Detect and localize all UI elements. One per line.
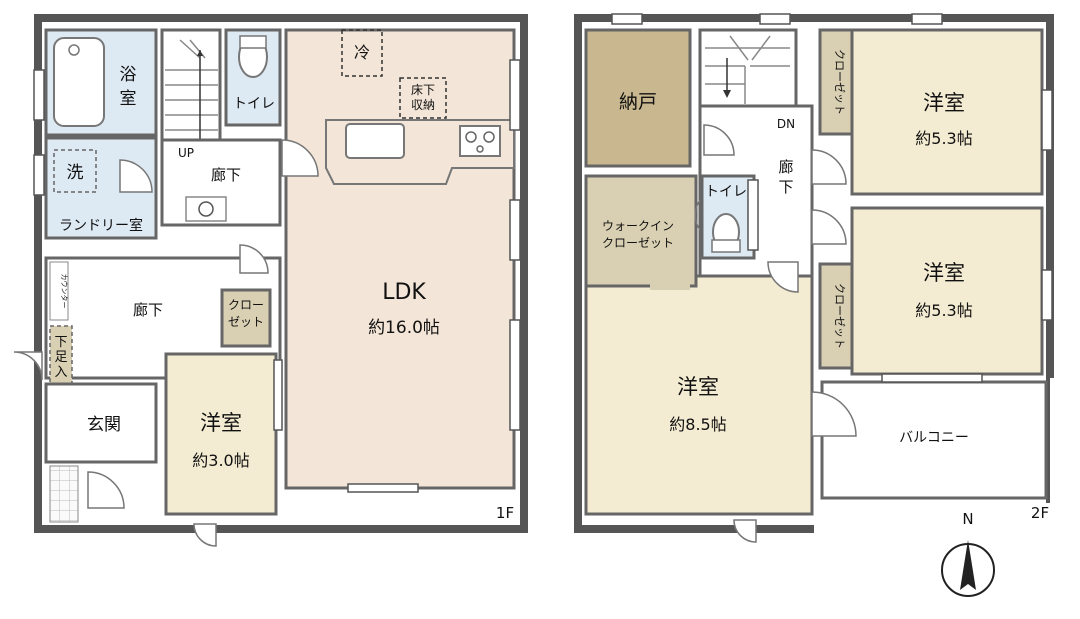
sink-icon	[198, 201, 214, 217]
closet-2f-a	[818, 28, 854, 136]
closet-2f-a-label: クローゼット	[833, 49, 846, 115]
compass: N	[941, 510, 995, 597]
room-2f-c-size-label: 約8.5帖	[669, 415, 726, 434]
balcony-area	[820, 380, 1048, 500]
floor2-label: 2F	[1031, 504, 1049, 522]
nando-area	[584, 28, 692, 168]
fridge-spot	[341, 29, 383, 77]
washer-label: 洗	[67, 163, 84, 183]
genkan-label: 玄関	[87, 415, 121, 435]
floor-storage-label: 床下収納	[411, 83, 435, 112]
entrance-tiles	[49, 465, 79, 523]
drain-icon	[68, 44, 80, 56]
shoe-box-label: 下足入	[54, 335, 67, 380]
kitchen-sink-icon	[345, 123, 405, 159]
hall-upper-label: 廊下	[211, 166, 241, 184]
laundry-label: ランドリー室	[59, 217, 143, 234]
room-2f-c-label: 洋室	[677, 375, 719, 399]
dn-label: DN	[777, 117, 795, 131]
toilet-2f-label: トイレ	[705, 184, 747, 200]
closet-1f-label: クローゼット	[228, 298, 264, 329]
floor1-label: 1F	[496, 504, 514, 522]
ldk-area	[284, 28, 516, 490]
up-label: UP	[178, 146, 194, 160]
fridge-label: 冷	[354, 43, 370, 62]
nando-label: 納戸	[619, 91, 657, 113]
counter-box	[49, 261, 69, 321]
room-2f-b	[850, 206, 1044, 376]
north-label: N	[962, 510, 973, 528]
room-1f	[164, 352, 278, 516]
north-arrow-icon	[960, 540, 976, 590]
ldk-label: LDK	[382, 280, 426, 305]
washer-spot	[53, 149, 97, 193]
room-2f-a-label: 洋室	[923, 91, 965, 115]
stair-arrow-2f-icon	[723, 90, 731, 98]
wic-label: ウォークインクローゼット	[602, 219, 674, 250]
hall-mid-label: 廊下	[133, 301, 163, 319]
balcony-label: バルコニー	[899, 430, 969, 446]
floor-2: 納戸 DN 廊下 トイレ ウォークインクローゼット クローゼット 洋室 約5.3…	[574, 13, 1060, 543]
closet-2f-b-label: クローゼット	[833, 283, 846, 349]
floor-1: 浴室 トイレ UP 廊下 洗 ランドリー室 冷 床下収納 LDK 約16.0帖 …	[13, 14, 528, 547]
room-2f-c	[584, 274, 814, 516]
room-2f-a-size-label: 約5.3帖	[915, 129, 972, 148]
room-2f-b-size-label: 約5.3帖	[915, 301, 972, 320]
stair-steps-icon	[165, 39, 218, 131]
hall-2f-label: 廊下	[778, 158, 793, 196]
stairs-2f	[698, 28, 798, 108]
sink-counter	[185, 196, 227, 222]
bathtub-icon	[53, 37, 105, 127]
stair-steps-2f-icon	[705, 35, 790, 104]
bath-label: 浴室	[120, 65, 137, 109]
toilet-1f-label: トイレ	[233, 96, 275, 112]
closet-1f	[220, 288, 272, 348]
stove-icon	[459, 125, 501, 157]
room-1f-size-label: 約3.0帖	[192, 451, 249, 470]
floor-storage-spot	[399, 77, 447, 119]
room-1f-label: 洋室	[200, 411, 242, 435]
genkan-area	[44, 382, 158, 464]
counter-label: カウンター	[60, 274, 69, 309]
ldk-size-label: 約16.0帖	[368, 318, 440, 338]
wic-area	[584, 174, 698, 288]
room-2f-b-label: 洋室	[923, 261, 965, 285]
